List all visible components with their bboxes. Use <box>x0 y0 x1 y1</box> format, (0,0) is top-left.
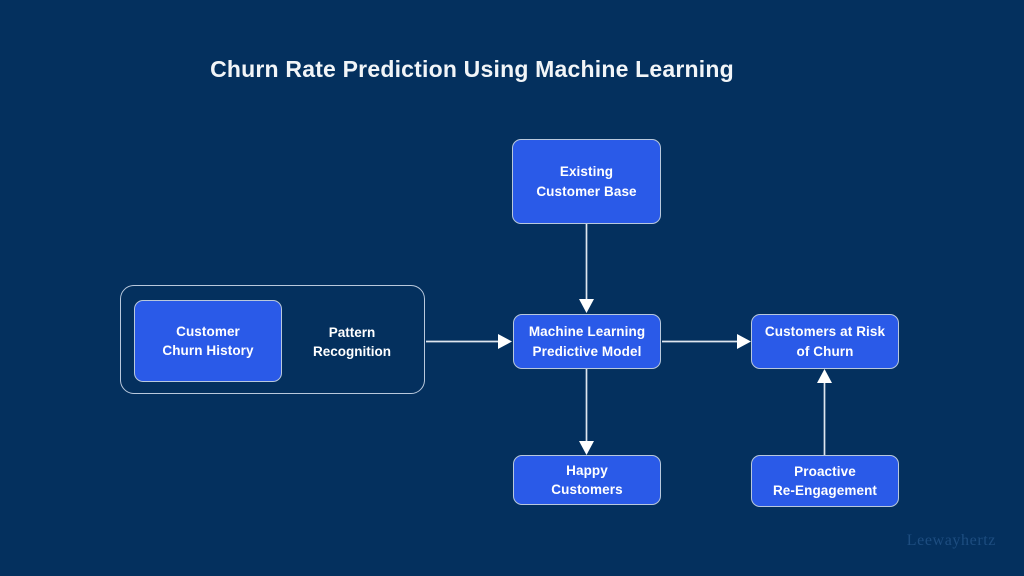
edge-existing-customer-base-to-ml-model <box>579 224 594 313</box>
node-happy-customers-label: Happy Customers <box>551 462 623 497</box>
node-existing-customer-base-label: Existing Customer Base <box>536 164 637 199</box>
node-existing-customer-base[interactable]: Existing Customer Base <box>512 139 661 224</box>
node-proactive-re-engagement-label: Proactive Re-Engagement <box>772 463 878 498</box>
edge-churn-group-to-ml-model <box>426 334 512 349</box>
node-machine-learning-predictive-model-label: Machine Learning Predictive Model <box>528 324 646 359</box>
node-customer-churn-history[interactable]: Customer Churn History <box>134 300 282 382</box>
node-customer-churn-history-label: Customer Churn History <box>162 323 254 358</box>
node-proactive-re-engagement[interactable]: Proactive Re-Engagement <box>751 455 899 507</box>
page-title: Churn Rate Prediction Using Machine Lear… <box>210 56 734 82</box>
node-machine-learning-predictive-model[interactable]: Machine Learning Predictive Model <box>513 314 661 369</box>
edge-ml-model-to-customers-at-risk <box>662 334 751 349</box>
node-pattern-recognition-label: Pattern Recognition <box>313 324 391 359</box>
node-customers-at-risk-of-churn[interactable]: Customers at Risk of Churn <box>751 314 899 369</box>
watermark: Leewayhertz <box>906 532 996 549</box>
node-happy-customers[interactable]: Happy Customers <box>513 455 661 505</box>
node-customers-at-risk-of-churn-label: Customers at Risk of Churn <box>764 324 886 359</box>
churn-analysis-group-container <box>120 285 425 394</box>
node-pattern-recognition: Pattern Recognition <box>292 318 412 366</box>
edge-proactive-re-engagement-to-customers-at-risk <box>817 369 832 455</box>
edge-ml-model-to-happy-customers <box>579 369 594 455</box>
